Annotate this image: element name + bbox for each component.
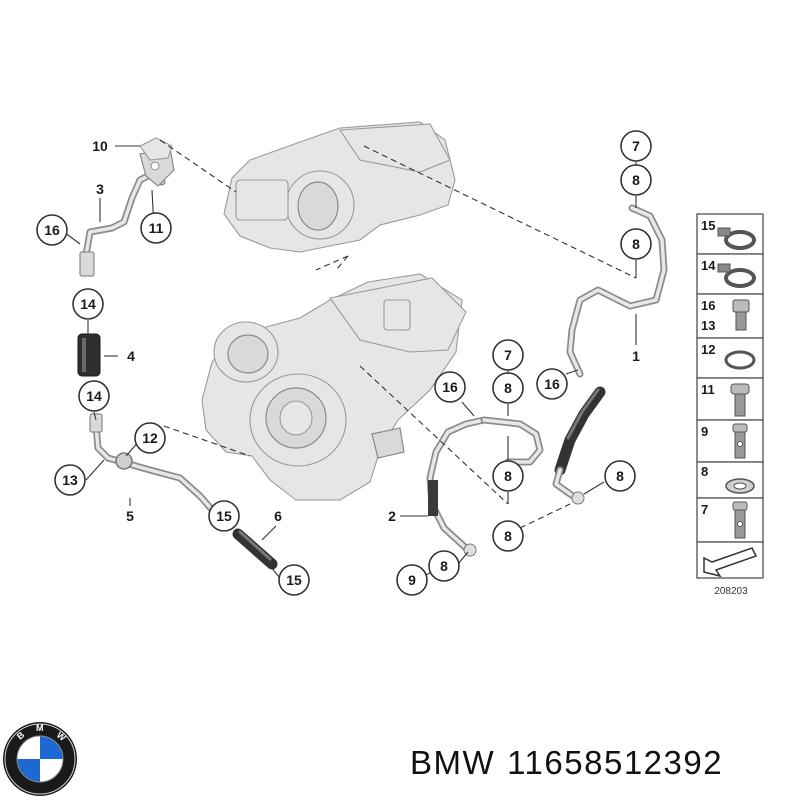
callout-label: 8 [632,172,640,188]
rubber-hose-6 [232,528,278,570]
callout-label: 12 [142,430,158,446]
legend-label: 12 [701,342,715,357]
callout-8: 8 [492,460,524,492]
callout-label: 9 [408,572,416,588]
callout-12: 12 [134,422,166,454]
coolant-pipe-2 [426,416,544,557]
callout-7: 7 [620,130,652,162]
callout-label: 7 [504,347,512,363]
oil-pipe-5 [89,413,218,516]
svg-text:B: B [15,729,27,741]
callout-15: 15 [208,500,240,532]
svg-text:M: M [36,723,44,733]
legend-label: 16 [701,298,715,313]
coolant-pipe-1 [566,204,668,378]
callout-11: 11 [140,212,172,244]
callout-15: 15 [278,564,310,596]
turbocharger-upper [223,121,456,253]
callout-16: 16 [434,371,466,403]
callout-label: 14 [86,388,102,404]
callout-label: 8 [504,528,512,544]
callout-label: 15 [286,572,302,588]
callout-label: 8 [504,468,512,484]
callout-3: 3 [96,181,104,197]
brand-name: BMW [410,744,496,781]
callout-8: 8 [620,164,652,196]
callout-13: 13 [54,464,86,496]
callout-label: 5 [126,508,134,524]
callout-4: 4 [127,348,135,364]
callout-8: 8 [620,228,652,260]
callout-label: 8 [616,468,624,484]
direction-arrow-icon [703,547,758,578]
callout-6: 6 [274,508,282,524]
callout-label: 10 [92,138,108,154]
callout-2: 2 [388,508,396,524]
hose-clamp-icon [717,263,756,288]
sealing-ring-icon [724,350,756,370]
callout-14: 14 [72,288,104,320]
callout-label: 8 [504,380,512,396]
legend-label: 9 [701,424,708,439]
legend-label: 7 [701,502,708,517]
callout-label: 6 [274,508,282,524]
legend-label: 8 [701,464,708,479]
callout-label: 11 [149,220,164,236]
legend-label: 14 [701,258,716,273]
callout-9: 9 [396,564,428,596]
parts-legend: 15 14 16 13 12 11 [696,213,764,597]
callout-label: 14 [80,296,96,312]
callout-14: 14 [78,380,110,412]
callout-8: 8 [604,460,636,492]
leader-lines [63,139,637,579]
callout-16: 16 [536,368,568,400]
legend-label: 13 [701,318,715,333]
callout-label: 15 [216,508,232,524]
legend-label: 15 [701,218,715,233]
callout-8: 8 [492,520,524,552]
callout-16: 16 [36,214,68,246]
callout-8: 8 [492,372,524,404]
callout-5: 5 [126,508,134,524]
diagram-reference-number: 208203 [714,586,748,597]
callout-label: 16 [442,379,458,395]
callout-label: 13 [62,472,78,488]
sealing-washer-icon [725,478,755,494]
callout-1: 1 [632,348,640,364]
bmw-logo: B M W [3,722,77,796]
socket-bolt-icon [730,383,750,417]
turbocharger-lower [201,273,467,501]
gasket-10 [139,137,173,161]
callout-8: 8 [428,550,460,582]
callout-label: 16 [44,222,60,238]
callouts: 10 3 16 11 14 4 14 12 13 [36,130,652,596]
banjo-bolt-icon [732,423,748,459]
hex-bolt-icon [732,299,750,331]
part-number: 11658512392 [507,744,724,781]
banjo-bolt-icon [732,501,748,539]
callout-label: 2 [388,508,396,524]
callout-label: 16 [544,376,560,392]
callout-7: 7 [492,339,524,371]
callout-label: 1 [632,348,640,364]
callout-label: 4 [127,348,135,364]
callout-label: 8 [632,236,640,252]
brand-part-number: BMW 11658512392 [410,738,790,788]
callout-label: 3 [96,181,104,197]
callout-label: 7 [632,138,640,154]
legend-label: 11 [701,382,715,397]
coolant-hose-1 [552,386,606,505]
callout-label: 8 [440,558,448,574]
callout-10: 10 [92,138,108,154]
hose-clamp-icon [717,227,756,250]
rubber-hose-4 [77,333,101,377]
oil-pipe-3 [79,147,175,277]
